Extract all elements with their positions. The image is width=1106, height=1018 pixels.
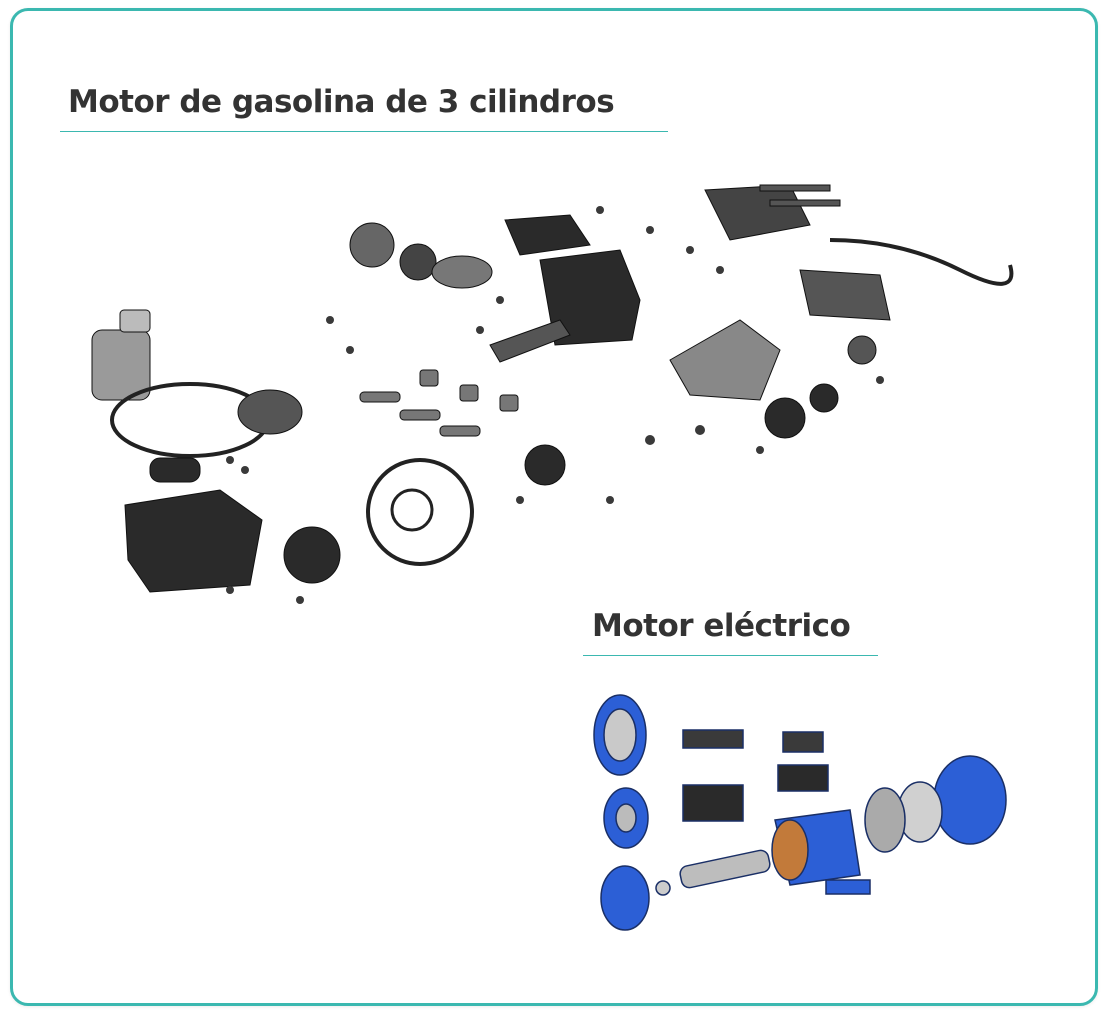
electric-title-underline <box>583 655 878 656</box>
electric-motor-title: Motor eléctrico <box>592 608 851 644</box>
gasoline-title-underline <box>60 131 668 132</box>
gasoline-engine-title: Motor de gasolina de 3 cilindros <box>68 84 615 120</box>
